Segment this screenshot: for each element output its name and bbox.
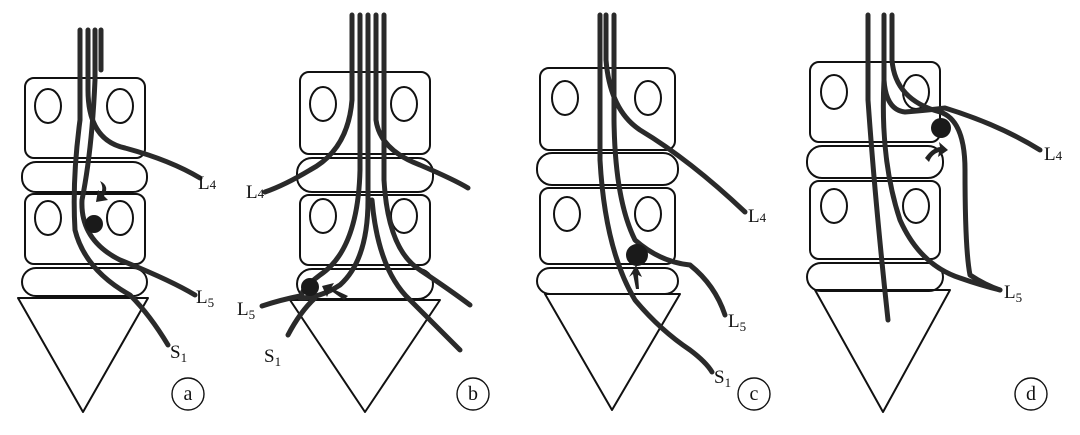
pedicle-left	[309, 198, 337, 234]
sacrum	[814, 289, 951, 413]
panel-marker-b	[456, 377, 490, 411]
compression-arrow-icon	[322, 283, 348, 300]
panel-a: L4 L5 S1 a	[17, 27, 217, 413]
pedicle-left	[34, 88, 62, 124]
panel-marker-c	[737, 377, 771, 411]
nerve-root-l4-left	[262, 12, 355, 195]
pedicle-left	[34, 200, 62, 236]
nerve-root-s1	[71, 27, 171, 348]
nerve-root-s1-exit	[285, 295, 318, 338]
panel-b: L4 L5 S1 b	[237, 12, 490, 413]
panel-marker-d	[1014, 377, 1048, 411]
pedicle-right	[106, 200, 134, 236]
panel-letter-d: d	[1026, 383, 1036, 405]
compression-arrow-icon	[629, 265, 642, 289]
sacrum	[17, 297, 149, 413]
panel-d: L4 L5 d	[806, 12, 1063, 413]
disc-herniation	[626, 244, 648, 266]
nerve-root-l4-right	[373, 12, 471, 191]
pedicle-right	[902, 188, 930, 224]
disc-herniation	[931, 118, 951, 138]
nerve-root-l5-right	[381, 12, 473, 308]
nerve-root-l5-branch	[880, 77, 1003, 293]
label-s1: S1	[170, 342, 187, 365]
label-l5: L5	[1004, 282, 1022, 305]
vertebra-l5	[539, 187, 676, 265]
spine-a	[17, 77, 149, 413]
sacrum	[289, 299, 441, 413]
pedicle-right	[634, 80, 662, 116]
panel-marker-a	[171, 377, 205, 411]
label-l5: L5	[728, 311, 746, 334]
label-l5: L5	[196, 287, 214, 310]
panel-c: L4 L5 S1 c	[536, 12, 771, 411]
vertebra-l4	[809, 61, 941, 143]
pedicle-right	[106, 88, 134, 124]
compression-arrow-icon	[925, 142, 948, 162]
vertebra-l5	[299, 194, 431, 266]
label-s1: S1	[264, 346, 281, 369]
disc-l4-l5	[536, 152, 679, 186]
sacrum	[544, 293, 681, 411]
pedicle-left	[553, 196, 581, 232]
nerve-root-s1-right	[369, 197, 463, 353]
pedicle-left	[820, 74, 848, 110]
nerve-root-l4	[881, 12, 1043, 153]
disc-l5-s1	[21, 267, 148, 297]
nerve-root-s1	[865, 12, 891, 323]
panel-letter-b: b	[468, 383, 478, 405]
compression-arrow-icon	[96, 181, 108, 202]
label-s1: S1	[714, 367, 731, 390]
nerve-root-s1	[597, 12, 715, 375]
vertebra-l4	[24, 77, 146, 159]
nerve-root-l4	[85, 27, 203, 181]
disc-herniation	[301, 278, 319, 296]
label-l4: L4	[246, 182, 265, 203]
disc-l5-s1	[536, 267, 679, 295]
nerve-roots-d	[865, 12, 1043, 323]
pedicle-left	[551, 80, 579, 116]
nerve-root-l5	[889, 12, 1003, 293]
nerve-root-l4	[603, 12, 748, 215]
nerve-root-l5	[611, 12, 728, 318]
label-l4: L4	[198, 173, 217, 194]
pedicle-right	[634, 196, 662, 232]
panel-letter-a: a	[184, 383, 193, 405]
label-l4: L4	[748, 206, 767, 227]
pedicle-left	[309, 86, 337, 122]
panel-letter-c: c	[750, 383, 759, 405]
pedicle-right	[390, 86, 418, 122]
disc-herniation	[85, 215, 103, 233]
disc-l5-s1	[806, 262, 944, 292]
label-l4: L4	[1044, 144, 1063, 165]
pedicle-left	[820, 188, 848, 224]
pedicle-right	[390, 198, 418, 234]
label-l5: L5	[237, 299, 255, 322]
nerve-root-l5-exit	[259, 293, 303, 309]
vertebra-l4	[299, 71, 431, 155]
